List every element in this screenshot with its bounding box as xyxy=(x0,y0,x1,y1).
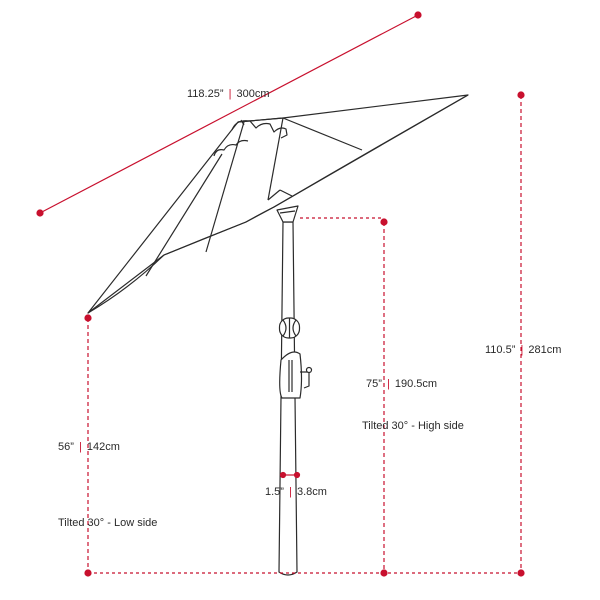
low-side-height-label: 56” | 142cm xyxy=(58,441,120,453)
separator: | xyxy=(78,441,82,453)
separator: | xyxy=(228,88,232,100)
umbrella-drawing xyxy=(87,94,469,576)
total-height-label: 110.5” | 281cm xyxy=(485,344,561,356)
pole-diameter-dimension-line xyxy=(279,471,301,479)
total-height-metric: 281cm xyxy=(528,344,562,356)
high-side-height-label: 75” | 190.5cm xyxy=(366,378,437,390)
canopy-width-metric: 300cm xyxy=(236,88,270,100)
tilt-joint xyxy=(278,317,301,339)
total-height-imperial: 110.5” xyxy=(485,344,516,356)
canopy-width-label: 118.25” | 300cm xyxy=(187,88,270,100)
total-height-dimension-line xyxy=(517,91,525,577)
separator: | xyxy=(520,344,524,356)
pole-diameter-imperial: 1.5” xyxy=(265,486,284,498)
separator: | xyxy=(289,486,292,498)
dimension-lines xyxy=(36,11,525,577)
canopy-width-dimension-line xyxy=(36,11,422,217)
canopy-width-imperial: 118.25” xyxy=(187,88,224,100)
high-side-note: Tilted 30° - High side xyxy=(362,420,464,432)
high-side-height-metric: 190.5cm xyxy=(394,378,438,390)
low-side-note: Tilted 30° - Low side xyxy=(58,517,158,529)
pole-diameter-label: 1.5” | 3.8cm xyxy=(265,486,327,498)
pole-diameter-metric: 3.8cm xyxy=(296,486,327,498)
crank-housing xyxy=(279,351,313,399)
separator: | xyxy=(386,378,390,390)
high-side-height-imperial: 75” xyxy=(366,378,382,390)
low-side-height-metric: 142cm xyxy=(86,441,120,453)
umbrella-canopy xyxy=(87,94,469,314)
low-side-height-imperial: 56” xyxy=(58,441,74,453)
high-side-dimension-line xyxy=(300,217,388,577)
